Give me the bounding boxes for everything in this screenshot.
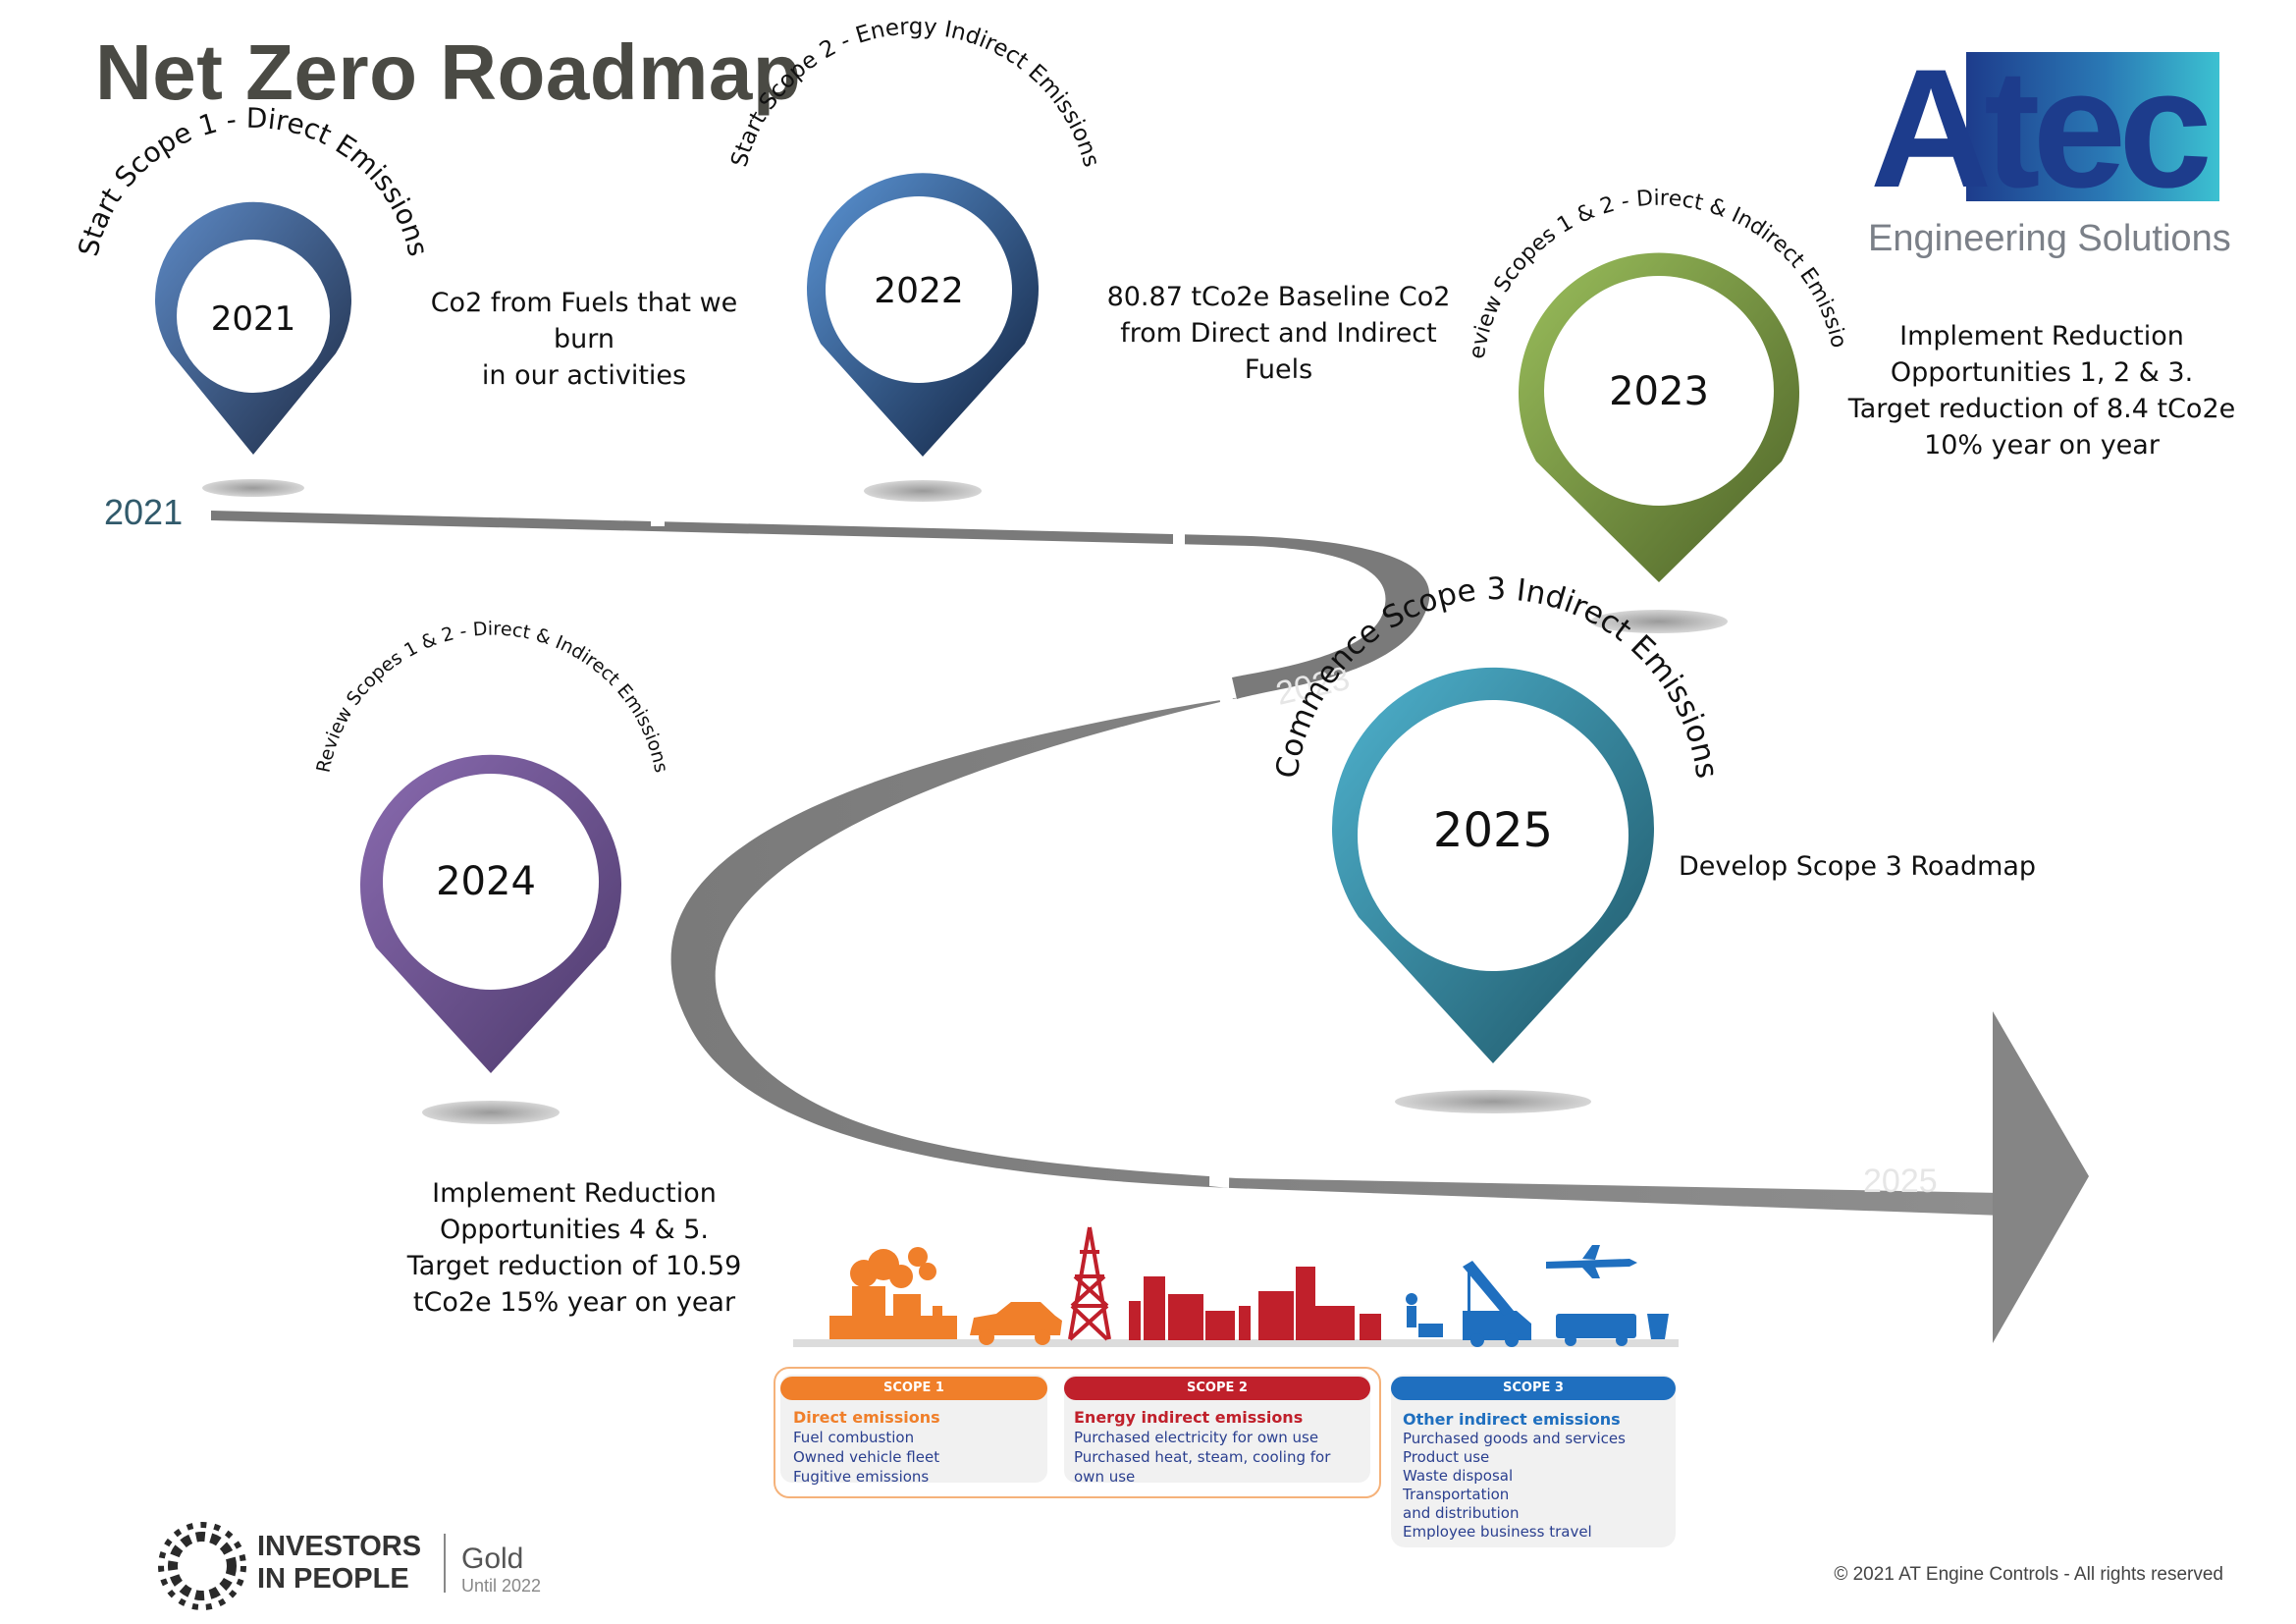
pin-shadow — [1395, 1090, 1591, 1113]
pin-shadow — [1590, 610, 1728, 633]
badge-until: Until 2022 — [461, 1576, 541, 1596]
investors-in-people-badge: INVESTORS IN PEOPLE Gold Until 2022 — [158, 1522, 541, 1610]
logo-tagline: Engineering Solutions — [1868, 218, 2231, 259]
milestone-description-2022: 80.87 tCo2e Baseline Co2 from Direct and… — [1106, 282, 1451, 385]
milestone-pin-2025: 2025 Commence Scope 3 Indirect Emissions — [1269, 571, 1725, 1063]
scope-item: Product use — [1403, 1448, 1490, 1466]
milestone-description-2025: Develop Scope 3 Roadmap — [1679, 851, 2037, 882]
scope-item: Transportation — [1403, 1486, 1510, 1503]
scope-heading: Energy indirect emissions — [1074, 1408, 1304, 1427]
road-gap — [1217, 685, 1239, 731]
badge-level: Gold — [461, 1543, 523, 1575]
scope-item: Purchased goods and services — [1403, 1430, 1626, 1447]
pin-arc-label: Review Scopes 1 & 2 - Direct & Indirect … — [312, 619, 671, 775]
scope-item: Fugitive emissions — [793, 1468, 930, 1486]
scope-panel-2: SCOPE 2 Energy indirect emissions Purcha… — [1064, 1375, 1370, 1486]
scope-item: Fuel combustion — [793, 1429, 915, 1446]
pin-year: 2024 — [436, 859, 536, 904]
scope-panel-3: SCOPE 3 Other indirect emissions Purchas… — [1391, 1375, 1676, 1547]
pylon-icon — [1068, 1226, 1111, 1341]
scope-heading: Direct emissions — [793, 1408, 940, 1427]
page-title: Net Zero Roadmap — [95, 28, 802, 116]
scope-item: Purchased electricity for own use — [1074, 1429, 1319, 1446]
pin-year: 2021 — [211, 299, 296, 339]
scope-item: and distribution — [1403, 1504, 1520, 1522]
pin-shadow — [864, 480, 982, 502]
scope-1-2-frame — [774, 1367, 1381, 1498]
milestone-description-2021: Co2 from Fuels that we burn in our activ… — [430, 288, 738, 391]
milestone-pin-2021: 2021 Start Scope 1 - Direct Emissions — [72, 102, 435, 456]
pin-shadow — [202, 479, 304, 497]
road-gap — [651, 511, 665, 526]
scope-item: own use — [1074, 1468, 1136, 1486]
pin-shadow — [422, 1101, 560, 1124]
pin-year: 2025 — [1433, 803, 1553, 858]
factory-icon — [829, 1247, 957, 1339]
scope-panel-1: SCOPE 1 Direct emissions Fuel combustion… — [780, 1375, 1047, 1486]
scope-item: Owned vehicle fleet — [793, 1448, 940, 1466]
badge-line1: INVESTORS — [257, 1531, 421, 1562]
badge-line2: IN PEOPLE — [257, 1563, 409, 1595]
pin-year: 2022 — [874, 271, 964, 311]
road-arrow-head — [1993, 1011, 2089, 1343]
milestone-pin-2022: 2022 Start Scope 2 - Energy Indirect Emi… — [726, 14, 1104, 457]
car-icon — [970, 1302, 1062, 1345]
scope-heading: Other indirect emissions — [1403, 1410, 1621, 1429]
milestone-pin-2024: 2024 Review Scopes 1 & 2 - Direct & Indi… — [312, 619, 672, 1073]
laurel-wreath-icon — [158, 1522, 246, 1610]
transport-icon — [1406, 1245, 1669, 1347]
scope-item: Waste disposal — [1403, 1467, 1514, 1485]
roadmap-road: 2021 2023 2025 — [104, 492, 2089, 1343]
road-segment — [211, 511, 1430, 699]
road-label-start: 2021 — [104, 492, 183, 532]
road-label-end: 2025 — [1863, 1163, 1938, 1200]
pin-arc-label: Start Scope 2 - Energy Indirect Emission… — [726, 14, 1103, 169]
copyright-notice: © 2021 AT Engine Controls - All rights r… — [1834, 1564, 2223, 1585]
road-segment — [670, 697, 2002, 1216]
atec-logo: Atec Engineering Solutions — [1868, 34, 2231, 259]
scope-tag: SCOPE 3 — [1391, 1377, 1676, 1400]
scope-item: Purchased heat, steam, cooling for — [1074, 1448, 1331, 1466]
pin-year: 2023 — [1609, 369, 1709, 414]
power-plant-icon — [1129, 1267, 1381, 1340]
logo-mark: Atec — [1870, 34, 2208, 223]
road-gap — [1209, 1117, 1230, 1188]
scope-tag: SCOPE 1 — [780, 1377, 1047, 1400]
scope-tag: SCOPE 2 — [1064, 1377, 1370, 1400]
milestone-description-2024: Implement Reduction Opportunities 4 & 5.… — [406, 1178, 742, 1318]
emissions-illustration — [793, 1226, 1679, 1347]
road-gap — [1173, 530, 1185, 550]
milestone-description-2023: Implement Reduction Opportunities 1, 2 &… — [1847, 321, 2236, 460]
scope-item: Employee business travel — [1403, 1523, 1592, 1541]
